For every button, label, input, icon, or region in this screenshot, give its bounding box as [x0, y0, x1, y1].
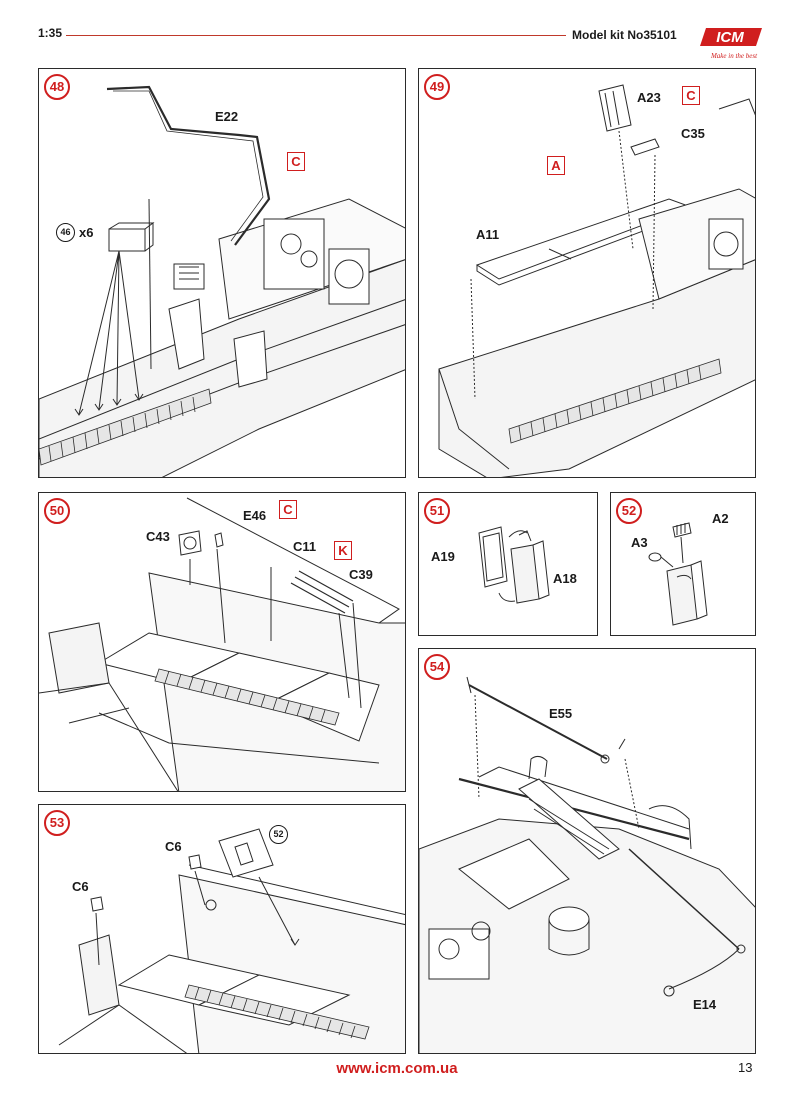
step-49-drawing	[438, 84, 755, 477]
part-a2-label: A2	[712, 511, 729, 526]
kit-number: Model kit No35101	[572, 28, 677, 42]
part-c6-top-label: C6	[165, 839, 182, 854]
part-a18-label: A18	[553, 571, 577, 586]
svg-text:Make in the best: Make in the best	[710, 52, 758, 60]
part-c11-label: C11	[293, 539, 317, 554]
step-52-panel: 52 A2 A3	[610, 492, 756, 636]
svg-text:ICM: ICM	[716, 29, 744, 46]
step-ref-46: 46	[56, 223, 75, 242]
step-53-drawing	[58, 828, 405, 1053]
paint-code-a: A	[547, 156, 565, 175]
paint-code-c: C	[279, 500, 297, 519]
step-54-panel: 54 E55 E14	[418, 648, 756, 1054]
step-52-number: 52	[616, 498, 642, 524]
step-51-number: 51	[424, 498, 450, 524]
part-a11-label: A11	[476, 227, 500, 242]
part-e22-label: E22	[215, 109, 239, 124]
step-50-drawing	[39, 497, 405, 791]
part-a19-label: A19	[431, 549, 455, 564]
step-51-panel: 51 A19 A18	[418, 492, 598, 636]
part-c43-label: C43	[146, 529, 170, 544]
part-e55-label: E55	[549, 706, 573, 721]
step-51-drawing	[478, 526, 550, 604]
scale-label: 1:35	[38, 26, 63, 40]
part-a3-label: A3	[631, 535, 648, 550]
header-rule	[66, 35, 566, 36]
part-e46-label: E46	[243, 508, 267, 523]
part-c6-left-label: C6	[72, 879, 89, 894]
part-e14-label: E14	[693, 997, 717, 1012]
icm-logo: ICM Make in the best	[700, 24, 766, 64]
step-48-drawing	[39, 85, 405, 477]
part-a23-label: A23	[637, 90, 661, 105]
step-48-panel: 48 E22 C 46 x6	[38, 68, 406, 478]
page-number: 13	[738, 1060, 753, 1075]
step-53-number: 53	[44, 810, 70, 836]
step-54-number: 54	[424, 654, 450, 680]
step-53-panel: 53 C6 52 C6	[38, 804, 406, 1054]
step-ref-52: 52	[269, 825, 288, 844]
step-52-drawing	[648, 522, 708, 626]
step-50-number: 50	[44, 498, 70, 524]
website-link[interactable]: www.icm.com.ua	[336, 1060, 458, 1077]
part-c39-label: C39	[349, 567, 373, 582]
step-49-panel: 49 A23 C C35 A A11	[418, 68, 756, 478]
step-49-number: 49	[424, 74, 450, 100]
paint-code-k: K	[334, 541, 352, 560]
part-c35-label: C35	[681, 126, 705, 141]
step-48-number: 48	[44, 74, 70, 100]
paint-code-c: C	[287, 152, 305, 171]
part-count-label: x6	[79, 225, 94, 240]
step-54-drawing	[419, 676, 755, 1053]
paint-code-c: C	[682, 86, 700, 105]
step-50-panel: 50 C43 E46 C C11 K C39	[38, 492, 406, 792]
